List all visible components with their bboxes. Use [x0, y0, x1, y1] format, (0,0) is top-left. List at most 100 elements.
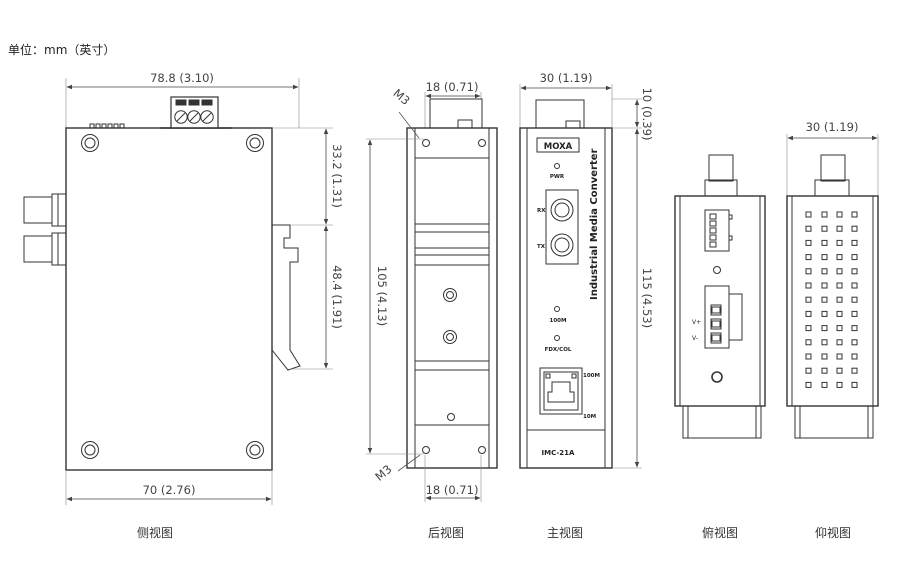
vent-hole: [805, 325, 812, 332]
vent-hole: [805, 211, 812, 218]
vent-hole: [805, 268, 812, 275]
back-dim-bottom: 18 (0.71): [426, 483, 479, 497]
vent-hole: [851, 353, 858, 360]
bottom-vent-grid: [805, 211, 858, 388]
front-port-10m: 10M: [583, 414, 596, 420]
vent-hole: [836, 310, 843, 317]
vent-hole: [821, 239, 828, 246]
vent-hole: [836, 353, 843, 360]
vent-hole: [836, 254, 843, 261]
front-model: IMC-21A: [542, 449, 576, 457]
back-din-plate: [414, 223, 490, 371]
front-rx-label: RX: [537, 208, 546, 214]
top-v-plus: V+: [692, 319, 701, 326]
unit-note: 单位：mm（英寸）: [8, 43, 116, 57]
bottom-view: [786, 134, 879, 439]
side-view: [23, 78, 333, 505]
front-view: [519, 84, 642, 469]
back-screw-bottom: M3: [372, 462, 394, 484]
vent-hole: [836, 239, 843, 246]
vent-hole: [821, 296, 828, 303]
side-dim-upper: 33.2 (1.31): [330, 144, 344, 208]
vent-hole: [805, 239, 812, 246]
back-screw-top: M3: [390, 86, 412, 108]
vent-hole: [851, 381, 858, 388]
vent-hole: [836, 381, 843, 388]
vent-hole: [851, 367, 858, 374]
side-caption: 侧视图: [137, 525, 173, 540]
front-dim-top-offset: 10 (0.39): [640, 88, 654, 141]
front-caption: 主视图: [547, 525, 583, 540]
back-dim-top: 18 (0.71): [426, 80, 479, 94]
front-dim-height: 115 (4.53): [640, 268, 654, 328]
vent-hole: [851, 310, 858, 317]
side-dim-width-bottom: 70 (2.76): [143, 483, 196, 497]
vent-hole: [836, 282, 843, 289]
vent-hole: [851, 239, 858, 246]
bottom-caption: 仰视图: [815, 525, 851, 540]
top-v-minus: V-: [692, 335, 698, 342]
back-body: [406, 127, 498, 469]
top-caption: 俯视图: [702, 525, 738, 540]
vent-hole: [805, 254, 812, 261]
side-dim-width-top: 78.8 (3.10): [150, 71, 214, 85]
front-port-100m: 100M: [583, 373, 600, 379]
vent-hole: [836, 325, 843, 332]
vent-hole: [851, 339, 858, 346]
vent-hole: [836, 339, 843, 346]
vent-hole: [805, 381, 812, 388]
vent-hole: [821, 339, 828, 346]
front-led-fdx: FDX/COL: [545, 347, 572, 353]
vent-hole: [821, 381, 828, 388]
side-dip-bumps: [89, 123, 125, 129]
back-dim-height: 105 (4.13): [375, 266, 389, 326]
vent-hole: [821, 225, 828, 232]
front-dim-width: 30 (1.19): [540, 71, 593, 85]
vent-hole: [836, 268, 843, 275]
vent-hole: [821, 254, 828, 261]
top-view: [674, 154, 766, 439]
vent-hole: [805, 310, 812, 317]
vent-hole: [851, 268, 858, 275]
vent-hole: [851, 296, 858, 303]
front-vertical-title: Industrial Media Converter: [589, 148, 600, 300]
bottom-body: [786, 195, 879, 407]
side-dim-lower: 48.4 (1.91): [330, 265, 344, 329]
vent-hole: [851, 325, 858, 332]
back-caption: 后视图: [428, 525, 464, 540]
vent-hole: [851, 211, 858, 218]
vent-hole: [805, 367, 812, 374]
side-din-clip: [271, 224, 301, 371]
back-view: [366, 92, 498, 502]
vent-hole: [851, 225, 858, 232]
vent-hole: [821, 211, 828, 218]
front-pwr-label: PWR: [550, 174, 565, 180]
vent-hole: [805, 225, 812, 232]
top-terminal-block: [704, 285, 730, 349]
vent-hole: [836, 367, 843, 374]
vent-hole: [805, 296, 812, 303]
vent-hole: [851, 282, 858, 289]
top-body: [674, 195, 766, 407]
front-brand: MOXA: [544, 142, 573, 152]
front-rj45: [539, 367, 583, 415]
vent-hole: [805, 353, 812, 360]
vent-hole: [805, 339, 812, 346]
vent-hole: [836, 225, 843, 232]
vent-hole: [851, 254, 858, 261]
top-dip-switch: [704, 209, 730, 252]
vent-hole: [821, 367, 828, 374]
vent-hole: [821, 325, 828, 332]
vent-hole: [821, 268, 828, 275]
vent-hole: [805, 282, 812, 289]
bottom-dim-width: 30 (1.19): [806, 120, 859, 134]
vent-hole: [836, 296, 843, 303]
side-fiber-connectors: [23, 193, 67, 266]
vent-hole: [821, 353, 828, 360]
front-tx-label: TX: [537, 244, 546, 250]
vent-hole: [821, 282, 828, 289]
front-logo-box: [536, 137, 580, 153]
vent-hole: [836, 211, 843, 218]
side-body: [65, 127, 273, 471]
